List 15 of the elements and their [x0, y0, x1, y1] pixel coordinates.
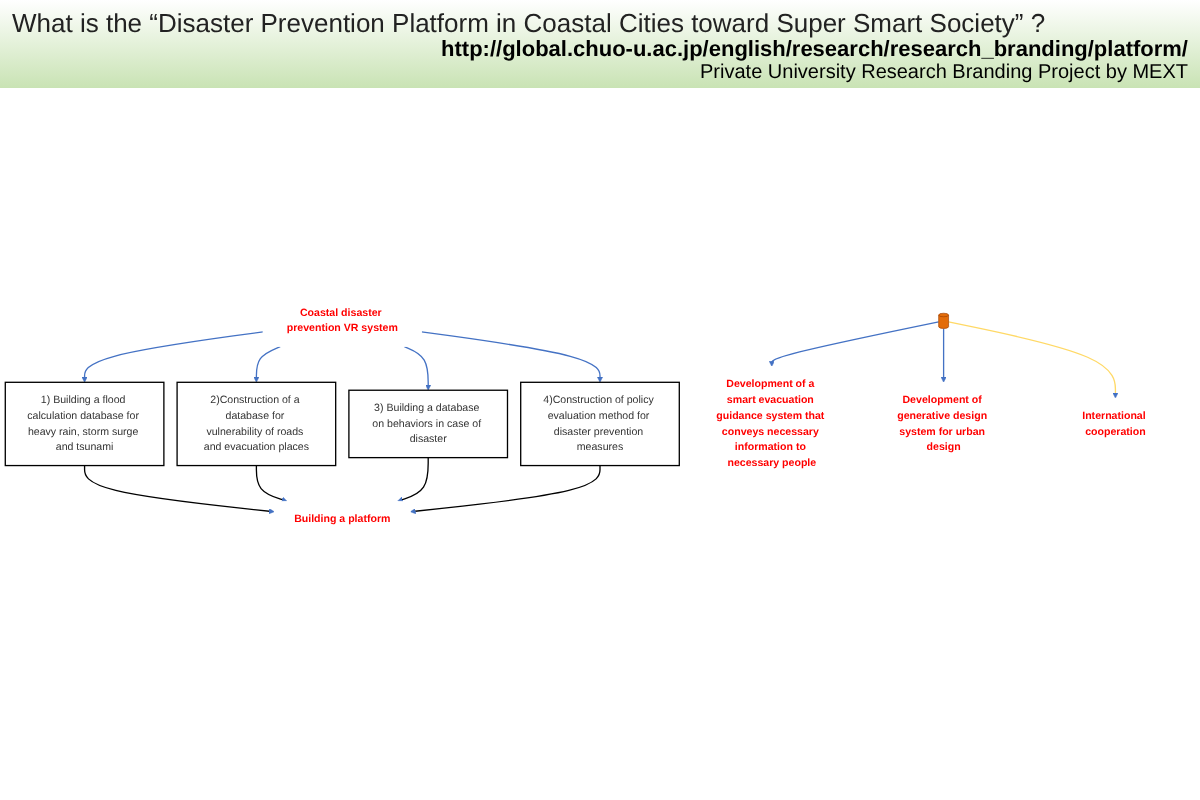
arrow — [255, 464, 288, 503]
arrow — [420, 331, 603, 383]
note-text: Private University Research Branding Project by MEXT — [698, 62, 1188, 84]
title: What is the “Disaster Prevention Platform in Coastal Cities toward Super Smart Society” ? — [12, 8, 1048, 38]
arrow — [253, 345, 281, 383]
arrow — [940, 327, 947, 383]
arrow — [768, 321, 940, 367]
arrow — [410, 464, 601, 515]
arrow — [397, 456, 429, 503]
node-cylinder — [938, 312, 949, 329]
url-text: http://global.chuo-u.ac.jp/english/research/research_branding/platform/ — [439, 38, 1188, 62]
arrow — [947, 321, 1119, 399]
arrow — [403, 345, 432, 391]
arrow — [83, 464, 275, 515]
arrow — [81, 331, 264, 383]
